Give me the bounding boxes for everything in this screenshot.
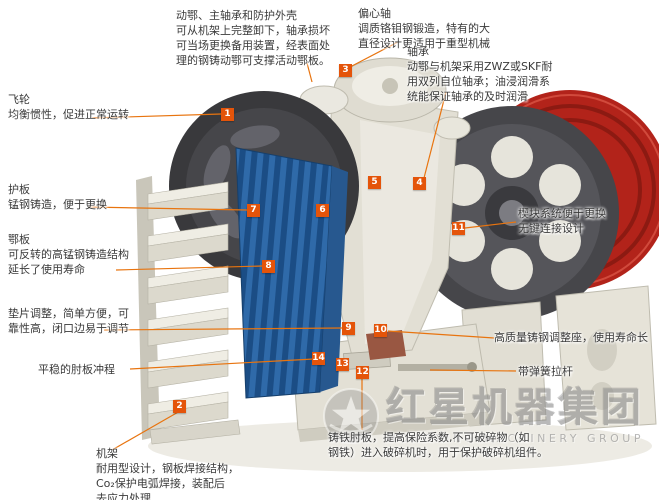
callout-moving-jaw: 动鄂、主轴承和防护外壳 可从机架上完整卸下，轴承损坏 可当场更换备用装置，经表面… <box>176 8 330 68</box>
right-flywheel <box>405 106 619 320</box>
part-badge-11: 11 <box>452 222 465 235</box>
liner-stack <box>136 176 241 445</box>
callout-frame-text: Co₂保护电弧焊接，装配后 <box>96 477 225 490</box>
frame-base <box>291 323 492 442</box>
callout-bearing: 轴承 动鄂与机架采用ZWZ或SKF耐 用双列自位轴承；油浸润滑系 统能保证轴承的… <box>407 44 552 104</box>
callout-eccentric-shaft-text: 调质铬钼钢锻造，特有的大 <box>358 22 490 35</box>
part-badge-3: 3 <box>339 64 352 77</box>
callout-frame-text: 耐用型设计，钢板焊接结构， <box>96 462 239 475</box>
part-badge-8: 8 <box>262 260 275 273</box>
callout-guard-plate-title: 护板 <box>8 183 30 196</box>
callout-frame-text: 去应力处理 <box>96 492 151 500</box>
callout-eccentric-shaft-text: 直径设计更适用于重型机械 <box>358 37 490 50</box>
part-badge-7: 7 <box>247 204 260 217</box>
floor-shadow <box>148 420 652 472</box>
part-badge-10: 10 <box>374 324 387 337</box>
callout-moving-jaw-text: 可从机架上完整卸下，轴承损坏 <box>176 24 330 37</box>
right-pedestal <box>461 285 657 431</box>
callout-toggle-plate-text: 钢铁）进入破碎机时，用于保护破碎机组件。 <box>328 446 548 459</box>
callout-frame-title: 机架 <box>96 447 118 460</box>
callout-jaw-plate-text: 可反转的高锰钢铸造结构 <box>8 248 129 261</box>
part-badge-1: 1 <box>221 108 234 121</box>
spring-rod-part <box>398 364 472 371</box>
callout-guard-plate-text: 锰钢铸造，便于更换 <box>8 198 107 211</box>
callout-bearing-text: 统能保证轴承的及时润滑 <box>407 90 528 103</box>
part-badge-14: 14 <box>312 352 325 365</box>
callout-shim-adjust: 垫片调整，简单方便，可 靠性高，闭口边易于调节 <box>8 306 129 336</box>
toggle-assembly <box>343 330 477 372</box>
callout-spring-rod-text: 带弹簧拉杆 <box>518 365 573 378</box>
eccentric-shaft-housing <box>299 57 447 123</box>
callout-bearing-title: 轴承 <box>407 45 429 58</box>
part-badge-6: 6 <box>316 204 329 217</box>
callout-flywheel-title: 飞轮 <box>8 93 30 106</box>
callout-moving-jaw-text: 理的钢铸动鄂可支撑活动鄂板。 <box>176 54 330 67</box>
callout-spring-rod: 带弹簧拉杆 <box>518 364 573 379</box>
callout-jaw-plate: 鄂板 可反转的高锰钢铸造结构 延长了使用寿命 <box>8 232 129 277</box>
callout-bearing-text: 动鄂与机架采用ZWZ或SKF耐 <box>407 60 553 73</box>
callout-flywheel: 飞轮 均衡惯性，促进正常运转 <box>8 92 129 122</box>
callout-eccentric-shaft-title: 偏心轴 <box>358 7 391 20</box>
callout-flywheel-text: 均衡惯性，促进正常运转 <box>8 108 129 121</box>
callout-toggle-stroke-text: 平稳的肘板冲程 <box>38 363 115 376</box>
part-badge-9: 9 <box>342 322 355 335</box>
callout-jaw-plate-title: 鄂板 <box>8 233 30 246</box>
part-badge-5: 5 <box>368 176 381 189</box>
callout-eccentric-shaft: 偏心轴 调质铬钼钢锻造，特有的大 直径设计更适用于重型机械 <box>358 6 490 51</box>
callout-moving-jaw-text: 可当场更换备用装置，经表面处 <box>176 39 330 52</box>
callout-jaw-plate-text: 延长了使用寿命 <box>8 263 85 276</box>
part-badge-13: 13 <box>336 358 349 371</box>
callout-shim-adjust-text: 靠性高，闭口边易于调节 <box>8 322 129 335</box>
callout-guard-plate: 护板 锰钢铸造，便于更换 <box>8 182 107 212</box>
callout-shim-adjust-text: 垫片调整，简单方便，可 <box>8 307 129 320</box>
jaw-plates <box>235 147 348 399</box>
part-badge-12: 12 <box>356 366 369 379</box>
callout-toggle-stroke: 平稳的肘板冲程 <box>38 362 115 377</box>
callout-wedge-system: 楔块系统便于更换 无键连接设计 <box>518 206 606 236</box>
callout-bearing-text: 用双列自位轴承；油浸润滑系 <box>407 75 550 88</box>
leader-lines <box>87 41 517 451</box>
callout-adjust-seat: 高质量铸钢调整座，使用寿命长 <box>494 330 648 345</box>
callout-wedge-system-text: 无键连接设计 <box>518 222 584 235</box>
callout-moving-jaw-title: 动鄂、主轴承和防护外壳 <box>176 9 297 22</box>
callout-frame: 机架 耐用型设计，钢板焊接结构， Co₂保护电弧焊接，装配后 去应力处理 <box>96 446 239 500</box>
callout-toggle-plate-text: 铸铁肘板，提高保险系数,不可破碎物（如 <box>328 431 530 444</box>
part-badge-2: 2 <box>173 400 186 413</box>
callout-adjust-seat-text: 高质量铸钢调整座，使用寿命长 <box>494 331 648 344</box>
part-badge-4: 4 <box>413 177 426 190</box>
callout-wedge-system-title: 楔块系统便于更换 <box>518 207 606 220</box>
callout-toggle-plate: 铸铁肘板，提高保险系数,不可破碎物（如 钢铁）进入破碎机时，用于保护破碎机组件。 <box>328 430 548 460</box>
